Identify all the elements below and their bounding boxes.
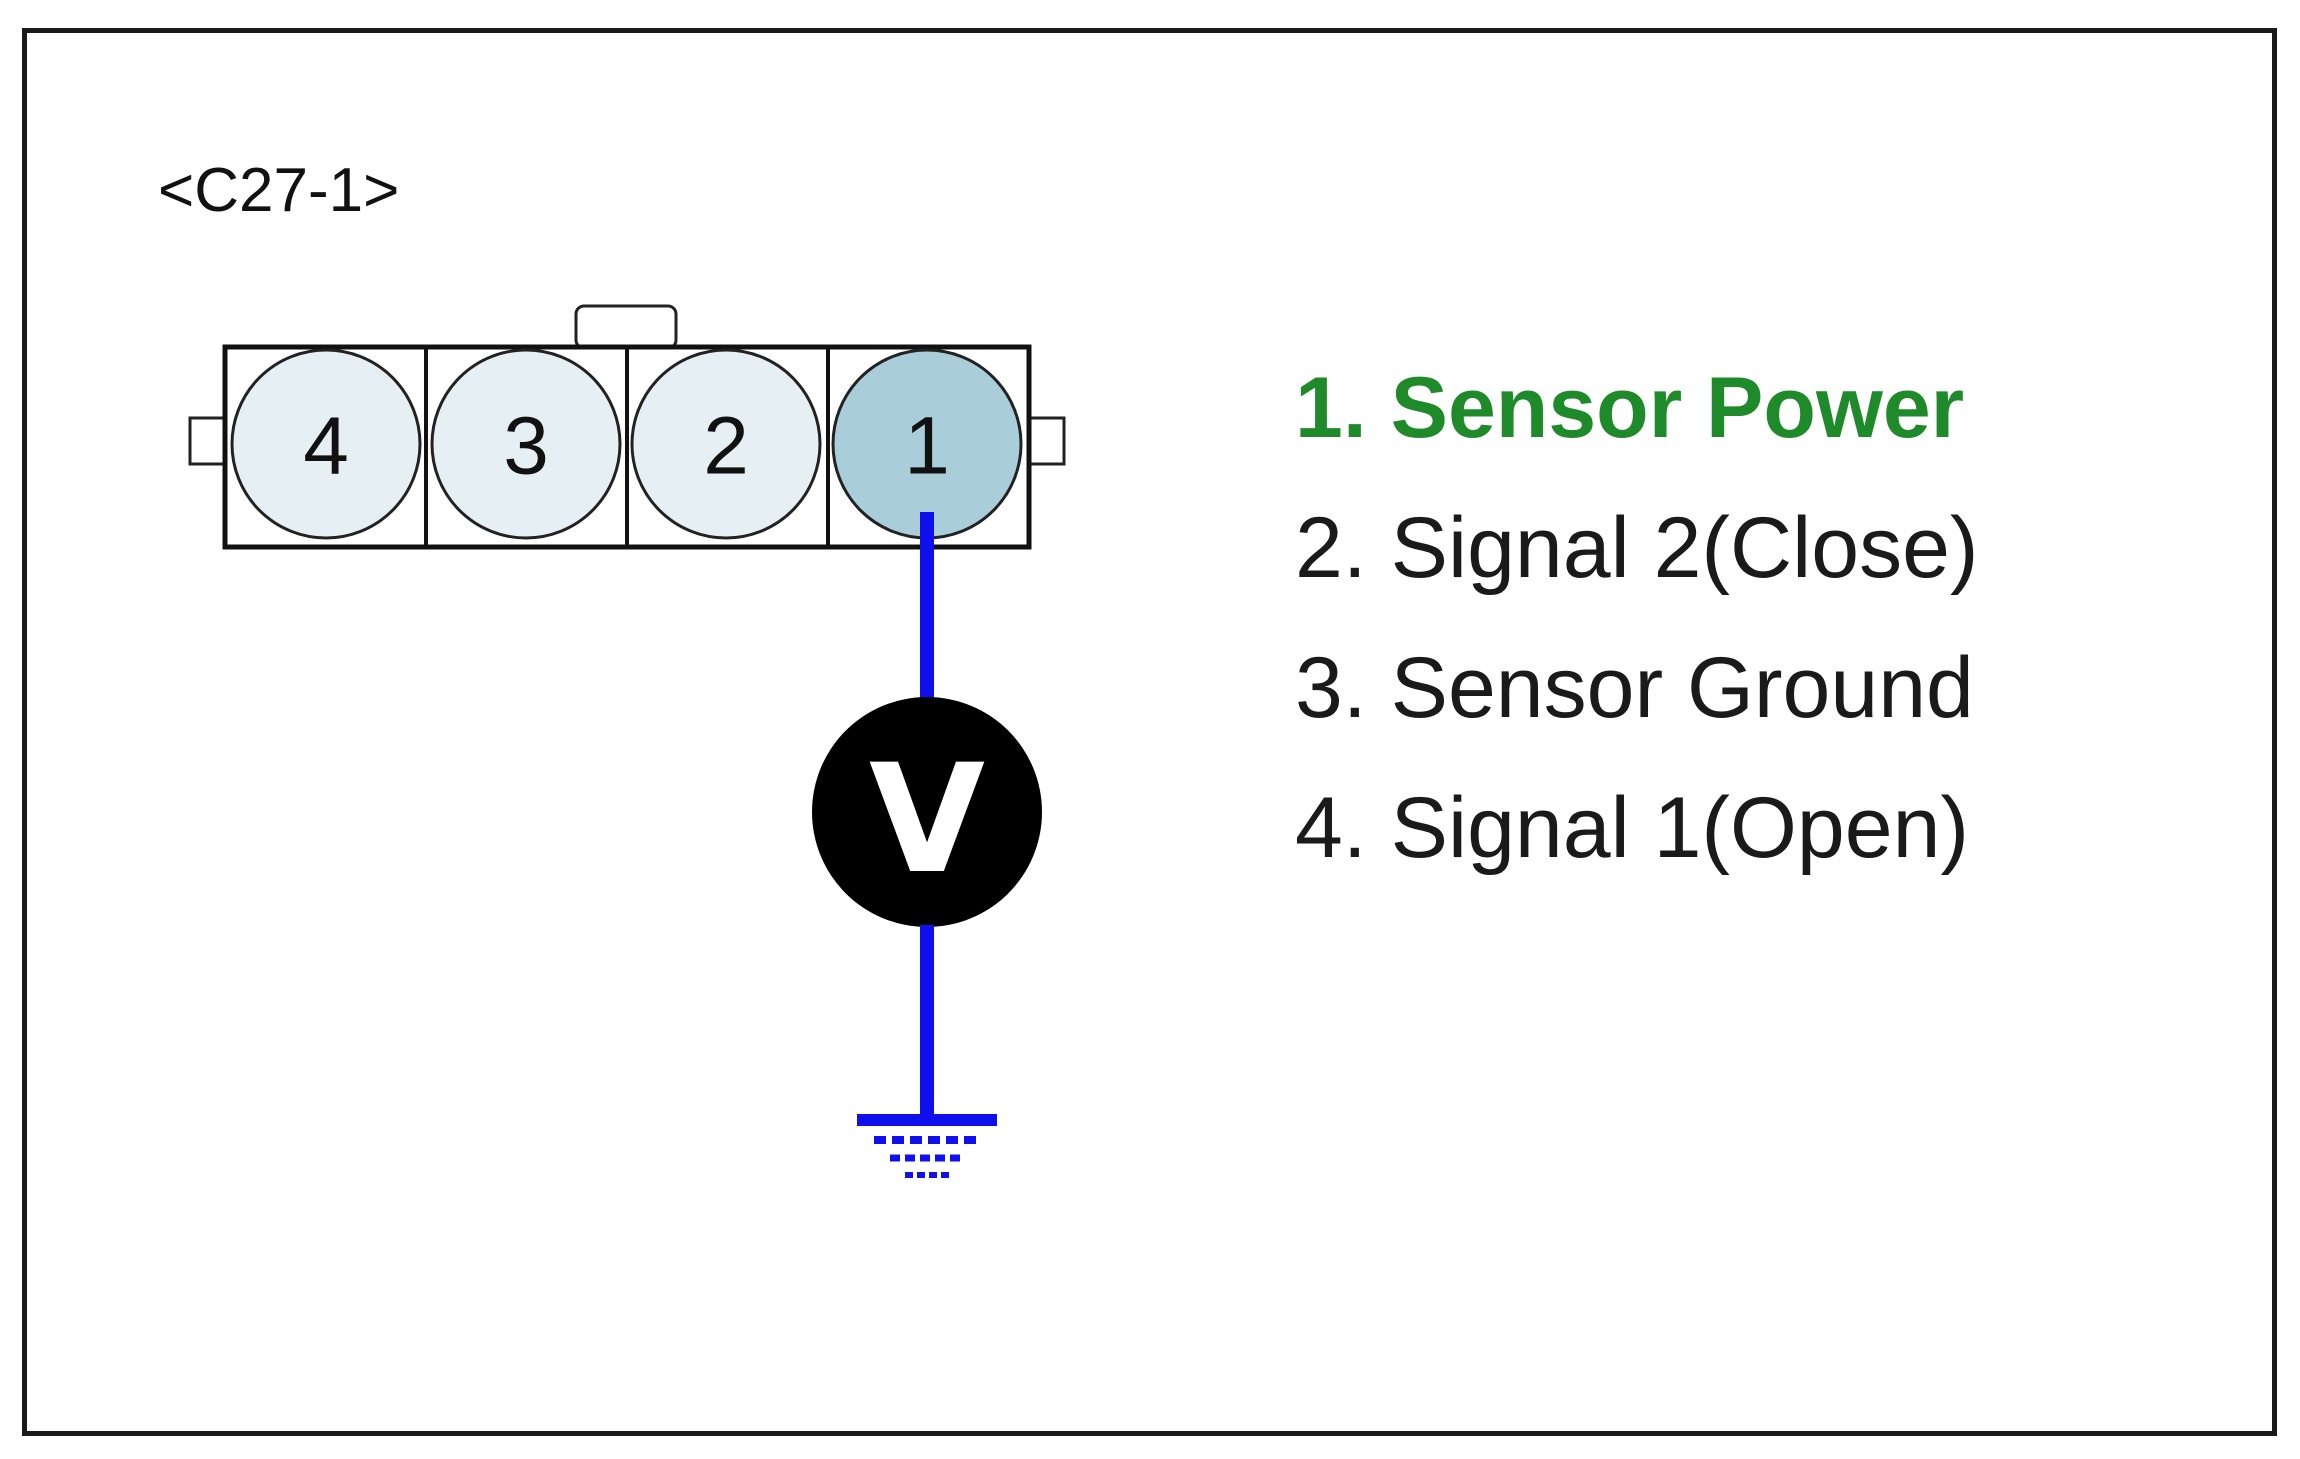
- pin-4-circle: [230, 348, 422, 540]
- legend-item-signal-1: 4. Signal 1(Open): [1295, 780, 1970, 876]
- pin-1: 1: [831, 348, 1023, 540]
- ground-icon: [857, 1114, 997, 1178]
- pin-2-label: 2: [703, 401, 749, 492]
- legend-item-signal-2: 2. Signal 2(Close): [1295, 500, 1979, 596]
- legend-item-sensor-ground: 3. Sensor Ground: [1295, 640, 1974, 736]
- connector-latch: [574, 304, 678, 350]
- pin-3: 3: [430, 348, 622, 540]
- pin-3-label: 3: [503, 401, 549, 492]
- pin-3-circle: [430, 348, 622, 540]
- pin-2: 2: [630, 348, 822, 540]
- voltmeter-symbol: V: [869, 733, 985, 907]
- connector-left-tab: [188, 416, 228, 466]
- pin-1-label: 1: [904, 401, 950, 492]
- pin-4: 4: [230, 348, 422, 540]
- legend-item-sensor-power: 1. Sensor Power: [1295, 360, 1965, 456]
- pin-2-circle: [630, 348, 822, 540]
- voltmeter-icon: [812, 697, 1042, 927]
- diagram-frame: [22, 28, 2277, 1436]
- pin-4-label: 4: [303, 401, 349, 492]
- connector-id-label: <C27-1>: [158, 156, 400, 225]
- pin-legend: 1. Sensor Power 2. Signal 2(Close) 3. Se…: [1295, 338, 1979, 898]
- connector-right-tab: [1026, 416, 1066, 466]
